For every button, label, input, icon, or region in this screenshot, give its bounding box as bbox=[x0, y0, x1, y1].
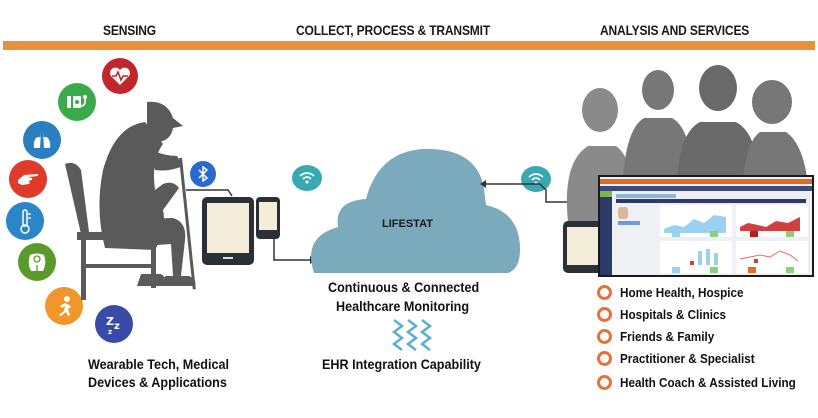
chart-panel-3 bbox=[660, 241, 732, 273]
service-item: Home Health, Hospice bbox=[597, 285, 757, 300]
running-activity-icon bbox=[45, 287, 83, 325]
dashboard-tabs bbox=[600, 186, 812, 191]
bullet-icon bbox=[597, 285, 612, 300]
lungs-icon bbox=[23, 121, 61, 159]
chart-panel-2 bbox=[736, 205, 808, 237]
heart-rate-icon bbox=[102, 58, 138, 94]
dashboard-topbar bbox=[600, 179, 812, 184]
bullet-icon bbox=[597, 329, 612, 344]
dashboard-sidebar bbox=[600, 191, 612, 275]
service-item: Practitioner & Specialist bbox=[597, 351, 770, 366]
dashboard-screen bbox=[598, 175, 814, 277]
center-caption-line1: Continuous & Connected bbox=[328, 279, 480, 295]
svg-text:z: z bbox=[114, 321, 120, 332]
weight-scale-icon bbox=[18, 243, 56, 281]
accent-divider-bar bbox=[3, 41, 815, 50]
tablet-device bbox=[202, 197, 254, 265]
sensing-caption-line1: Wearable Tech, Medical bbox=[88, 356, 229, 372]
patient-photo bbox=[618, 207, 628, 219]
touch-hand-icon bbox=[9, 160, 47, 198]
wifi-icon-left bbox=[292, 165, 322, 191]
service-item: Friends & Family bbox=[597, 329, 725, 344]
service-item: Health Coach & Assisted Living bbox=[597, 375, 815, 390]
ehr-caption: EHR Integration Capability bbox=[322, 356, 481, 372]
chart-panel-1 bbox=[660, 205, 732, 237]
center-caption-line2: Healthcare Monitoring bbox=[336, 298, 470, 314]
svg-text:z: z bbox=[108, 328, 112, 335]
tablet-device-right bbox=[563, 221, 603, 273]
data-sync-waves-icon bbox=[391, 319, 433, 351]
lifestat-cloud bbox=[311, 148, 520, 273]
thermometer-icon bbox=[6, 202, 44, 240]
header-collect-process-transmit: COLLECT, PROCESS & TRANSMIT bbox=[296, 22, 491, 38]
header-analysis-services: ANALYSIS AND SERVICES bbox=[600, 22, 750, 38]
header-sensing: SENSING bbox=[103, 22, 156, 38]
bullet-icon bbox=[597, 351, 612, 366]
cloud-label: LIFESTAT bbox=[382, 218, 433, 230]
blood-pressure-icon bbox=[58, 83, 96, 121]
chart-panel-4 bbox=[736, 241, 808, 273]
bluetooth-icon bbox=[190, 161, 216, 187]
smartphone-device bbox=[256, 197, 280, 239]
bullet-icon bbox=[597, 307, 612, 322]
svg-text:Z: Z bbox=[106, 315, 114, 328]
wifi-icon-right bbox=[521, 166, 551, 192]
bullet-icon bbox=[597, 375, 612, 390]
service-item: Hospitals & Clinics bbox=[597, 307, 738, 322]
elderly-person-silhouette bbox=[65, 101, 196, 300]
sensing-caption-line2: Devices & Applications bbox=[88, 374, 227, 390]
